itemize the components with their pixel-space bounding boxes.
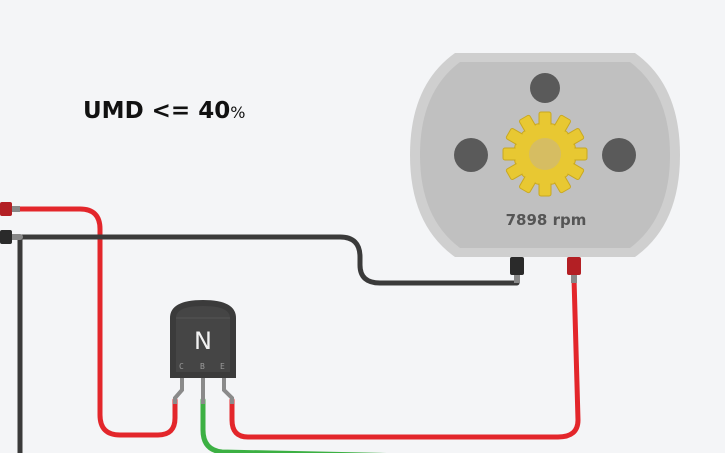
terminal-black-icon[interactable] — [0, 230, 20, 244]
pin-label-emitter: E — [220, 362, 225, 371]
motor-mount-hole-left — [454, 138, 488, 172]
motor-terminal-black[interactable] — [510, 257, 524, 283]
red-wire-motor[interactable] — [229, 275, 581, 440]
pin-label-collector: C — [179, 362, 184, 371]
motor-speed-readout: 7898 rpm — [505, 211, 587, 229]
motor-mount-hole-top — [530, 73, 560, 103]
condition-label: UMD <= 40% — [83, 98, 245, 124]
npn-transistor-icon[interactable] — [170, 300, 236, 404]
black-wire-top[interactable] — [5, 234, 520, 286]
transistor-type-label: N — [194, 327, 212, 355]
terminal-red-icon[interactable] — [0, 202, 20, 216]
green-wire-base[interactable] — [200, 397, 410, 453]
dc-motor-icon[interactable] — [410, 53, 680, 283]
motor-terminal-red[interactable] — [567, 257, 581, 283]
gear-icon — [502, 111, 588, 197]
condition-unit: % — [230, 103, 246, 122]
pin-label-base: B — [200, 362, 205, 371]
motor-mount-hole-right — [602, 138, 636, 172]
wire-junction — [17, 234, 23, 240]
condition-text: UMD <= 40 — [83, 98, 231, 124]
red-wire-left[interactable] — [5, 206, 178, 438]
